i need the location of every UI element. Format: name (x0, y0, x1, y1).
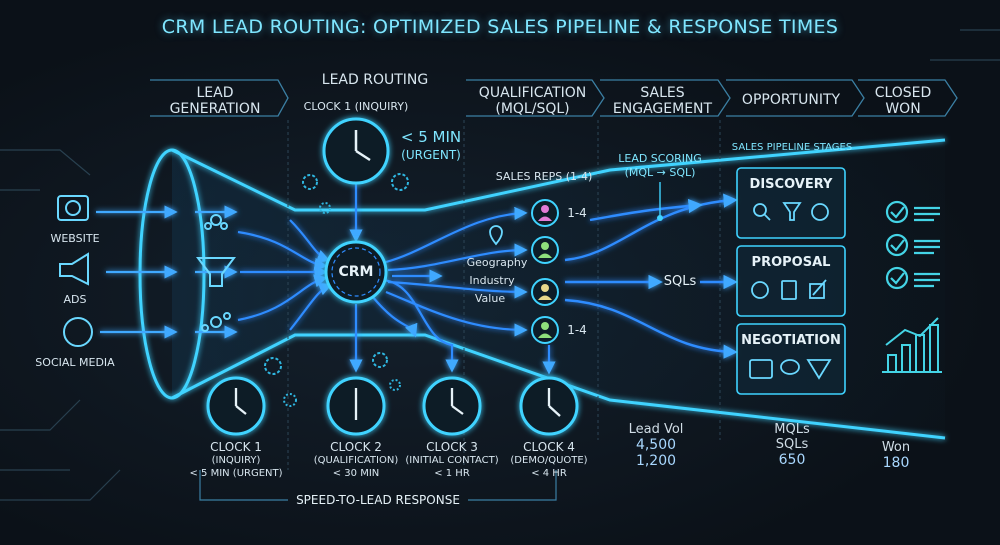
top-clock-time: < 5 MIN (400, 128, 462, 146)
clock-sub: (QUALIFICATION) (313, 455, 399, 466)
clock-4-caption: CLOCK 4 (DEMO/QUOTE) < 4 HR (504, 441, 594, 480)
clock-sub: (DEMO/QUOTE) (510, 455, 588, 466)
metric-value: 4,500 (635, 437, 677, 453)
stage-lead-routing: LEAD ROUTING (321, 72, 429, 88)
stage-dividers (287, 120, 721, 470)
metric-label: Won (881, 440, 911, 455)
page-title: CRM LEAD ROUTING: OPTIMIZED SALES PIPELI… (161, 16, 839, 38)
criteria-value: Value (474, 292, 506, 305)
metric-mqls-sqls: MQLs SQLs 650 (752, 422, 832, 468)
lead-scoring-line1: LEAD SCORING (618, 152, 702, 165)
stage-closed-won: CLOSED WON (862, 85, 944, 117)
stage-label-line2: GENERATION (169, 101, 261, 117)
speed-bracket (199, 470, 557, 501)
stage-qualification: QUALIFICATION (MQL/SQL) (470, 85, 595, 117)
rep-range-bottom: 1-4 (567, 323, 587, 337)
criteria-industry: Industry (469, 274, 515, 287)
sqls-label: SQLs (663, 274, 697, 289)
clock-name: CLOCK 2 (330, 440, 382, 454)
pipeline-stage-negotiation: NEGOTIATION (741, 333, 841, 348)
pipeline-flows (564, 193, 738, 359)
pipeline-heading: SALES PIPELINE STAGES (731, 142, 853, 153)
clock-time: < 30 MIN (332, 468, 380, 479)
metric-label: Lead Vol (628, 422, 684, 437)
rep-range-top: 1-4 (567, 206, 587, 220)
clock-3-caption: CLOCK 3 (INITIAL CONTACT) < 1 HR (402, 441, 502, 480)
stage-label-line1: SALES (640, 85, 685, 101)
clock-name: CLOCK 1 (210, 440, 262, 454)
circuit-traces (0, 29, 1000, 501)
sales-reps-heading: SALES REPS (1-4) (495, 170, 593, 183)
metric-value: 180 (882, 455, 910, 471)
top-clock-label: CLOCK 1 (INQUIRY) (303, 100, 409, 113)
metric-lead-vol: Lead Vol 4,500 1,200 (616, 422, 696, 469)
pipeline-stage-proposal: PROPOSAL (751, 255, 831, 270)
metric-value: 650 (778, 452, 806, 468)
clock-1-caption: CLOCK 1 (INQUIRY) < 5 MIN (URGENT) (186, 441, 286, 480)
clock-2-caption: CLOCK 2 (QUALIFICATION) < 30 MIN (306, 441, 406, 480)
clock-time: < 5 MIN (URGENT) (189, 468, 283, 479)
pipeline-boxes (736, 167, 846, 395)
crm-label: CRM (338, 264, 374, 280)
clock-sub: (INQUIRY) (211, 455, 261, 466)
stage-lead-generation: LEAD GENERATION (160, 85, 270, 117)
crm-outflow (349, 206, 556, 375)
stage-sales-engagement: SALES ENGAGEMENT (605, 85, 720, 117)
metric-value: 1,200 (635, 453, 677, 469)
source-label-website: WEBSITE (50, 232, 100, 245)
funnel-outline (138, 138, 946, 440)
lead-scoring-line2: (MQL → SQL) (624, 166, 696, 179)
clock-name: CLOCK 3 (426, 440, 478, 454)
stage-label-line1: CLOSED (874, 85, 932, 101)
clock-name: CLOCK 4 (523, 440, 575, 454)
stage-opportunity: OPPORTUNITY (741, 92, 841, 108)
pipeline-stage-discovery: DISCOVERY (749, 177, 833, 192)
stage-label-line1: QUALIFICATION (478, 85, 587, 101)
stage-label-line2: ENGAGEMENT (612, 101, 713, 117)
stage-label-line2: (MQL/SQL) (495, 101, 570, 117)
stage-label-line1: LEAD (196, 85, 234, 101)
clock-time: < 1 HR (434, 468, 470, 479)
stage-label-line2: WON (885, 101, 921, 117)
clock-time: < 4 HR (531, 468, 567, 479)
stage-header-arrows (150, 79, 958, 117)
clock-sub: (INITIAL CONTACT) (405, 455, 499, 466)
speed-to-lead-label: SPEED-TO-LEAD RESPONSE (296, 493, 460, 507)
criteria-geography: Geography (466, 256, 528, 269)
metric-won: Won 180 (866, 440, 926, 471)
source-label-ads: ADS (63, 293, 87, 306)
source-label-social-media: SOCIAL MEDIA (35, 356, 115, 369)
top-clock-urgency: (URGENT) (401, 148, 461, 162)
metric-label: MQLs (774, 422, 810, 437)
metric-label-2: SQLs (775, 437, 809, 452)
